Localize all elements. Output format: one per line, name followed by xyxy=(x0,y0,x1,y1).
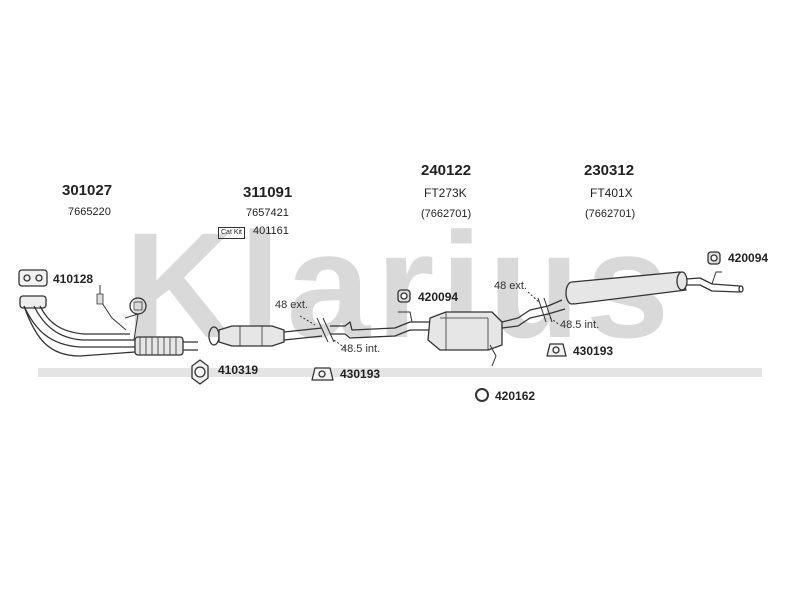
catkit-number: 401161 xyxy=(253,225,289,237)
catalyst-drawing xyxy=(208,325,323,347)
dimension-right-ext: 48 ext. xyxy=(494,280,528,292)
part-ref-311091: 7657421 xyxy=(246,207,289,219)
accessory-420094-right: 420094 xyxy=(728,251,769,265)
part-number-230312: 230312 xyxy=(584,162,635,179)
part-code-230312: FT401X xyxy=(590,186,633,200)
accessory-430193-left: 430193 xyxy=(340,367,381,381)
accessory-410319: 410319 xyxy=(218,363,259,377)
dimension-left-int: 48.5 int. xyxy=(341,343,381,355)
dimension-right-int: 48.5 int. xyxy=(560,319,600,331)
dimension-left-ext: 48 ext. xyxy=(275,299,309,311)
hanger-420094-right-drawing xyxy=(707,251,721,265)
ring-420162-drawing xyxy=(475,388,489,402)
mount-430193-right-drawing xyxy=(546,343,567,357)
hanger-420094-mid-drawing xyxy=(397,289,411,303)
accessory-430193-right: 430193 xyxy=(573,344,614,358)
part-number-311091: 311091 xyxy=(243,184,293,201)
left-joint-marks xyxy=(299,315,346,349)
gasket-410319-drawing xyxy=(191,359,209,385)
catkit-badge: Cat Kit xyxy=(218,227,246,239)
centre-silencer-drawing xyxy=(330,305,549,367)
right-joint-marks xyxy=(527,291,561,326)
part-code-240122: FT273K xyxy=(424,186,467,200)
part-ref-301027: 7665220 xyxy=(68,206,111,218)
mount-430193-left-drawing xyxy=(311,367,334,381)
watermark-underline xyxy=(38,368,762,377)
rear-silencer-drawing xyxy=(547,271,744,315)
part-ref-230312: (7662701) xyxy=(585,208,636,220)
accessory-410128: 410128 xyxy=(53,272,94,286)
part-ref-240122: (7662701) xyxy=(421,208,472,220)
part-number-301027: 301027 xyxy=(62,182,113,199)
accessory-420094-mid: 420094 xyxy=(418,290,459,304)
accessory-420162: 420162 xyxy=(495,389,536,403)
gasket-410128-drawing xyxy=(18,269,48,287)
part-number-240122: 240122 xyxy=(421,162,472,179)
